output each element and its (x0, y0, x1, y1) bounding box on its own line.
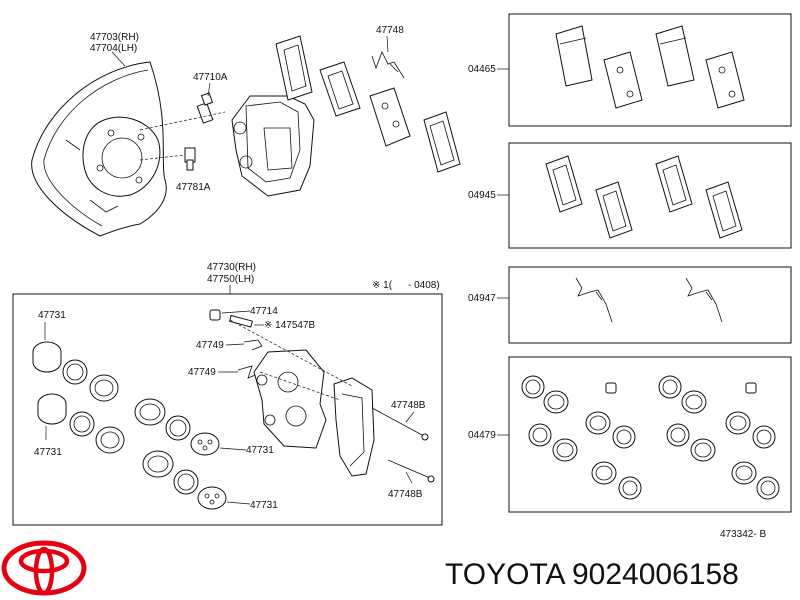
mounting-bolt-upper (196, 92, 214, 124)
kit-shim-04945-1 (545, 155, 583, 213)
label-piston-2: 47731 (250, 500, 278, 511)
piston-left-lower (37, 393, 67, 425)
seal-ring-left-2 (89, 374, 119, 402)
kit-pad-04465-1 (555, 25, 593, 87)
dash-bolt-upper (139, 111, 226, 131)
pin-clip-1 (243, 339, 263, 351)
drawing-number: 473342- B (720, 529, 766, 540)
label-kit-pads-2: 04945 (468, 190, 496, 201)
caliper-housing-outer (333, 377, 375, 477)
label-pin-top: 47748B (391, 400, 426, 411)
leader-clip-top (386, 35, 389, 53)
kit-spring-04947-2 (685, 277, 723, 323)
kit-frame-04947 (508, 266, 792, 344)
label-seal-left-bottom: 47731 (34, 447, 62, 458)
label-kit-pads-1: 04465 (468, 64, 496, 75)
seal-ring-mid-2 (165, 415, 191, 441)
seal-ring-left-4 (95, 426, 125, 454)
label-pin-clip-2: 47749 (188, 367, 216, 378)
brake-pad-upper-4 (423, 111, 461, 173)
caliper-upper (231, 95, 315, 197)
leader-piston-1 (219, 447, 247, 451)
label-bolt-b: 47781A (176, 182, 211, 193)
brake-pad-upper-3 (369, 87, 411, 147)
kit-frame-04465 (508, 13, 792, 127)
brake-pad-upper-1 (275, 35, 313, 101)
kit-seals-right-set (658, 375, 780, 500)
part-number: 9024006158 (572, 558, 739, 591)
kit-pad-04465-3 (655, 25, 695, 87)
anti-rattle-spring-upper (371, 51, 405, 79)
label-pin-bottom: 47748B (388, 489, 423, 500)
label-piston-1: 47731 (246, 445, 274, 456)
kit-frame-04479 (508, 356, 792, 513)
pin-clip-2 (237, 365, 259, 379)
label-kit-springs: 04947 (468, 293, 496, 304)
seal-ring-mid-3 (142, 450, 174, 478)
piston-mid-1 (190, 432, 220, 456)
seal-ring-mid-1 (134, 398, 166, 426)
bleeder-screw (209, 309, 253, 328)
slide-pin-lower (387, 459, 435, 483)
dash-assembly-lower (259, 371, 341, 401)
kit-seals-left-set (521, 375, 642, 500)
label-caliper-rh: 47730(RH) (207, 262, 256, 273)
toyota-logo (1, 540, 87, 596)
leader-bolt-a (207, 82, 211, 97)
leader-pin-clip-1 (225, 343, 245, 346)
label-pin-clip-1: 47749 (196, 340, 224, 351)
leader-pin-top (405, 411, 415, 423)
kit-spring-04947-1 (575, 277, 613, 323)
kit-pad-04465-4 (705, 51, 745, 109)
label-seal-left-top: 47731 (38, 310, 66, 321)
label-bolt-a: 47710A (193, 72, 228, 83)
leader-shield (111, 51, 126, 67)
dust-shield (31, 61, 167, 237)
brake-pad-upper-2 (319, 61, 361, 117)
seal-ring-mid-4 (173, 469, 199, 495)
caliper-assembly-frame (12, 293, 443, 526)
dash-assembly-upper (229, 319, 353, 387)
leader-piston-2 (226, 501, 251, 505)
piston-left-upper (32, 341, 62, 373)
label-shield-rh: 47703(RH) (90, 32, 139, 43)
note-mark: ※ 1( (372, 280, 393, 291)
kit-frame-04945 (508, 142, 792, 249)
mounting-bolt-lower (184, 147, 196, 171)
label-kit-seals: 04479 (468, 430, 496, 441)
slide-pin-upper (371, 407, 429, 441)
note-date: - 0408) (408, 280, 440, 291)
seal-ring-left-1 (62, 359, 88, 385)
kit-shim-04945-3 (655, 155, 693, 213)
leader-bleeder (221, 310, 251, 314)
leader-pin-bottom (405, 471, 413, 484)
label-bleeder-cap: ※ 147547B (264, 320, 316, 331)
seal-ring-left-3 (69, 411, 95, 437)
label-caliper-lh: 47750(LH) (207, 274, 254, 285)
caliper-housing-lower (253, 349, 327, 449)
kit-pad-04465-2 (603, 51, 643, 109)
piston-mid-2 (197, 486, 227, 510)
dash-bolt-lower (139, 154, 186, 161)
label-bleeder: 47714 (250, 306, 278, 317)
label-clip-top: 47748 (376, 25, 404, 36)
brand-name: TOYOTA (445, 558, 566, 591)
label-shield-lh: 47704(LH) (90, 43, 137, 54)
kit-shim-04945-4 (705, 181, 743, 239)
kit-shim-04945-2 (595, 181, 633, 239)
